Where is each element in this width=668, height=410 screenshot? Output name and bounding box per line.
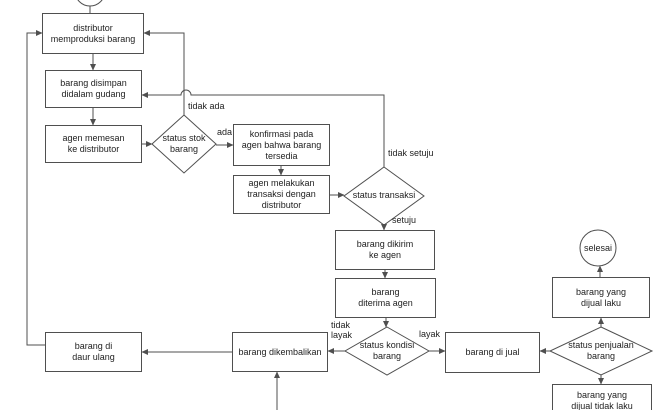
node-agen-melakukan-transaksi: agen melakukan transaksi dengan distribu… xyxy=(233,175,330,214)
node-agen-memesan: agen memesan ke distributor xyxy=(45,125,142,163)
node-label: distributor memproduksi barang xyxy=(50,22,136,44)
edge-recycle-to-produce xyxy=(26,30,45,346)
node-label: barang dikirim ke agen xyxy=(356,239,414,260)
node-barang-disimpan-gudang: barang disimpan didalam gudang xyxy=(45,70,142,108)
node-label: barang diterima agen xyxy=(358,287,413,308)
node-barang-dijual: barang di jual xyxy=(445,332,540,373)
node-barang-daur-ulang: barang di daur ulang xyxy=(45,332,142,372)
edge-label-tidak-layak: tidak layak xyxy=(331,320,353,340)
node-konfirmasi-pada-agen: konfirmasi pada agen bahwa barang tersed… xyxy=(233,124,330,166)
node-label: konfirmasi pada agen bahwa barang tersed… xyxy=(241,128,322,161)
node-label: barang disimpan didalam gudang xyxy=(60,78,127,99)
start-terminator-circle xyxy=(77,0,103,7)
edge-label-setuju: setuju xyxy=(392,215,417,225)
node-label: barang di daur ulang xyxy=(72,341,115,362)
edge-stockcheck-tidakada-to-produce xyxy=(143,30,185,115)
node-barang-dijual-tidak-laku: barang yang dijual tidak laku xyxy=(552,384,652,410)
node-label: barang yang dijual laku xyxy=(575,286,627,308)
node-label: agen melakukan transaksi dengan distribu… xyxy=(247,178,316,210)
node-barang-diterima: barang diterima agen xyxy=(335,278,436,318)
diamond-label-status-penjualan: status penjualan barang xyxy=(568,340,634,361)
diamond-status-stok-barang xyxy=(151,114,217,174)
end-terminator-label: selesai xyxy=(583,243,612,253)
node-label: agen memesan ke distributor xyxy=(62,133,125,154)
edge-transactioncheck-tidaksetuju-to-store xyxy=(141,89,385,167)
edge-label-tidak-setuju: tidak setuju xyxy=(388,148,434,158)
node-barang-dikembalikan: barang dikembalikan xyxy=(232,332,328,372)
node-barang-dikirim: barang dikirim ke agen xyxy=(335,230,435,270)
node-distributor-memproduksi-barang: distributor memproduksi barang xyxy=(42,13,144,54)
edge-label-ada: ada xyxy=(217,127,233,137)
diamond-label-status-stok: status stok barang xyxy=(162,133,206,154)
edge-label-tidak-ada: tidak ada xyxy=(188,101,225,111)
diamond-status-kondisi-barang xyxy=(343,326,431,376)
diamond-label-status-transaksi: status transaksi xyxy=(352,190,416,200)
node-barang-dijual-laku: barang yang dijual laku xyxy=(552,277,650,318)
edge-label-layak: layak xyxy=(419,329,441,339)
diamond-label-status-kondisi: status kondisi barang xyxy=(359,340,415,361)
node-label: barang dikembalikan xyxy=(238,346,322,357)
node-label: barang yang dijual tidak laku xyxy=(571,390,633,410)
node-label: barang di jual xyxy=(465,347,520,357)
